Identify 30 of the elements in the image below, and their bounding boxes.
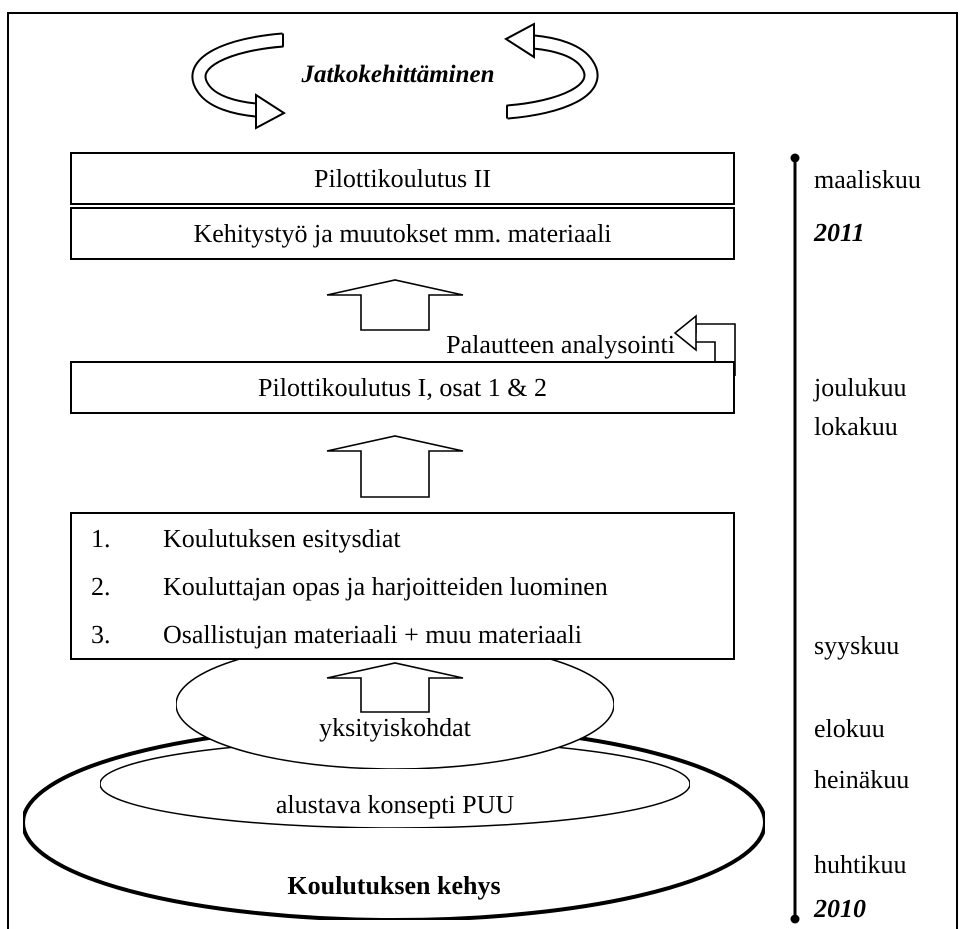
list-item: Koulutuksen esitysdiat [163, 524, 401, 554]
timeline-label: joulukuu [814, 373, 906, 403]
cycle-label: Jatkokehittäminen [301, 60, 495, 90]
bent-block-arrow [674, 315, 736, 377]
box-label: Kehitystyö ja muutokset mm. materiaali [193, 218, 612, 248]
process-box [70, 152, 735, 205]
ellipse-label: alustava konsepti PUU [274, 790, 516, 820]
timeline-label: heinäkuu [814, 765, 910, 795]
box-label: Pilottikoulutus II [314, 164, 491, 194]
ellipse-label: Koulutuksen kehys [286, 871, 502, 901]
task-list-box [70, 512, 735, 660]
timeline-label: 2011 [814, 218, 865, 248]
list-number: 3. [91, 620, 110, 650]
timeline-label: lokakuu [814, 412, 898, 442]
block-arrow [326, 279, 464, 331]
list-number: 1. [91, 524, 110, 554]
timeline-label: elokuu [814, 714, 885, 744]
timeline-label: 2010 [814, 894, 866, 924]
box-label: Pilottikoulutus I, osat 1 & 2 [258, 372, 547, 402]
timeline-label: maaliskuu [814, 165, 921, 195]
list-number: 2. [91, 572, 110, 602]
list-item: Osallistujan materiaali + muu materiaali [163, 620, 582, 650]
step-label: Palautteen analysointi [446, 330, 675, 360]
timeline-label: syyskuu [814, 631, 900, 661]
process-box [70, 361, 735, 414]
block-arrow [326, 662, 464, 713]
timeline-label: huhtikuu [814, 850, 906, 880]
list-item: Kouluttajan opas ja harjoitteiden luominen [163, 572, 608, 602]
process-box [70, 207, 735, 260]
block-arrow [326, 435, 464, 498]
